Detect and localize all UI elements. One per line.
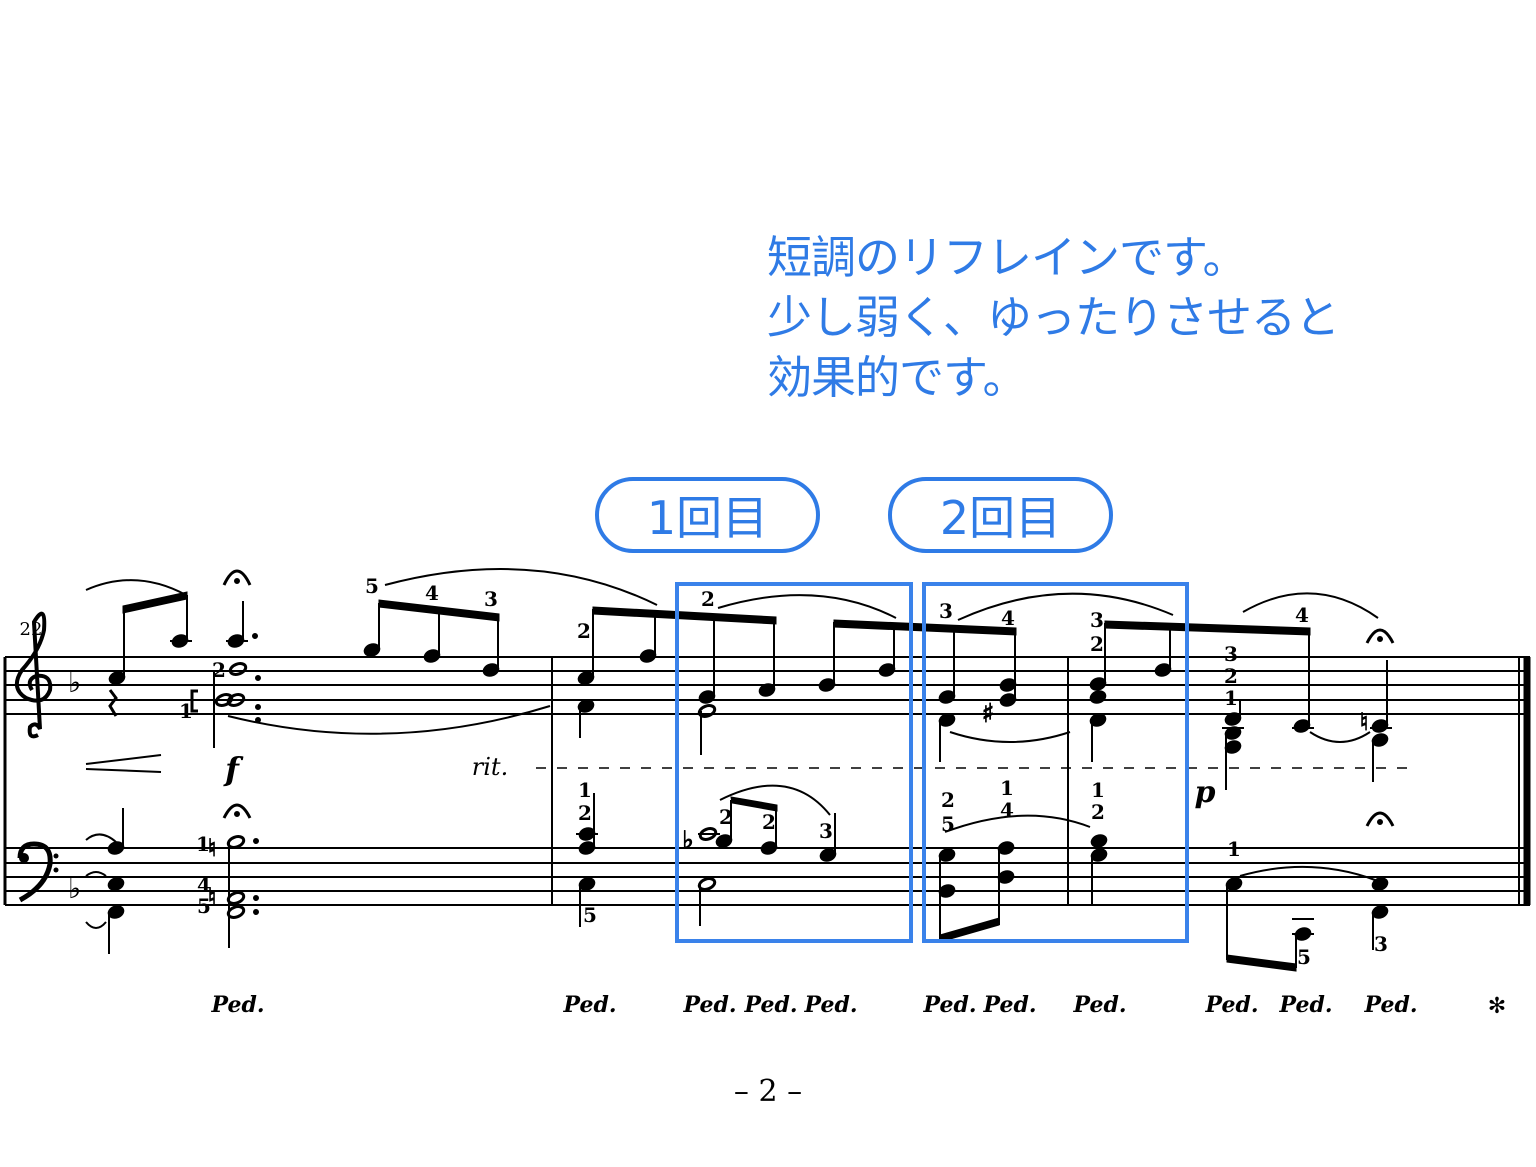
fingering-number: 5 [365,574,379,598]
fingering-number: 1 [1224,686,1238,710]
fingering-number: 5 [197,894,211,918]
fingering-number: 4 [425,581,439,605]
fingering-number: 2 [701,587,715,611]
pedal-mark: Ped. [804,992,858,1018]
pedal-mark: Ped. [1073,992,1127,1018]
fermata-icon [222,803,252,819]
dynamic-piano: p [1195,775,1216,810]
fingering-number: 2 [1090,632,1104,656]
fingerings: 5 4 3 2 1 1 4 5 2 2 3 4 3 2 3 2 1 4 1 2 … [179,574,1388,969]
dynamic-forte: f [223,750,244,788]
fermata-icon [1365,628,1395,644]
pedal-mark: Ped. [683,992,737,1018]
pedal-mark: Ped. [1279,992,1333,1018]
fingering-number: 2 [577,619,591,643]
fingering-number: 1 [179,699,193,723]
key-signature-flat-icon: ♭ [68,872,81,905]
pedal-mark: Ped. [1364,992,1418,1018]
page-number: – 2 – [733,1074,803,1109]
svg-text:♭: ♭ [682,826,693,854]
fingering-number: 4 [1000,798,1014,822]
fingering-number: 3 [819,819,833,843]
annotation-text: 短調のリフレインです。 少し弱く、ゆったりさせると 効果的です。 [767,228,1340,408]
fingering-number: 1 [578,778,592,802]
barlines [3,657,1531,905]
fingering-number: 5 [1297,945,1311,969]
crescendo-hairpin [85,754,162,773]
fingering-number: 5 [583,903,597,927]
fingering-number: 2 [212,658,226,682]
fermata-icon [222,569,252,586]
fingering-number: 2 [719,805,733,829]
fingering-number: 2 [1224,664,1238,688]
pedal-marks: Ped. Ped. Ped. Ped. Ped. Ped. Ped. Ped. … [211,992,1507,1019]
pedal-mark: Ped. [1205,992,1259,1018]
annotation-line-1: 短調のリフレインです。 [767,231,1248,284]
fingering-number: 5 [941,812,955,836]
fingering-number: 3 [939,599,953,623]
fingering-number: 4 [197,873,211,897]
slurs [85,568,1379,929]
bass-clef-icon [17,841,59,903]
svg-text:♮: ♮ [208,883,217,911]
first-ending-highlight-box [675,582,913,943]
treble-clef-icon [14,611,53,739]
measure-number: 22 [20,619,43,640]
fingering-number: 1 [1227,837,1241,861]
svg-text:♮: ♮ [208,834,217,862]
key-signature-flat-icon: ♭ [68,666,81,699]
pedal-mark: Ped. [211,992,265,1018]
fingering-number: 4 [1001,606,1015,630]
annotation-line-3: 効果的です。 [767,351,1028,404]
second-time-label: 2回目 [888,477,1113,553]
fingering-number: 4 [1295,603,1309,627]
svg-text:♮: ♮ [1360,708,1369,736]
fingering-number: 2 [762,810,776,834]
first-time-label: 1回目 [595,477,820,553]
annotation-line-2: 少し弱く、ゆったりさせると [767,291,1340,344]
ritardando-mark: rit. [472,753,508,781]
fingering-number: 1 [196,832,210,856]
pedal-mark: Ped. [563,992,617,1018]
fingering-number: 1 [1091,778,1105,802]
pedal-release-icon: ✻ [1488,994,1506,1019]
bass-notes: ♮ ♮ ♭ [107,793,1395,972]
svg-text:♯: ♯ [982,699,995,729]
second-ending-highlight-box [922,582,1189,943]
treble-notes: ♯ ♮ [108,569,1395,790]
fingering-number: 2 [578,801,592,825]
pedal-mark: Ped. [983,992,1037,1018]
pedal-mark: Ped. [744,992,798,1018]
fingering-number: 3 [1374,932,1388,956]
fingering-number: 3 [1090,608,1104,632]
fingering-number: 3 [484,587,498,611]
fermata-icon [1365,811,1395,827]
pedal-mark: Ped. [923,992,977,1018]
fingering-number: 2 [941,788,955,812]
fingering-number: 2 [1091,800,1105,824]
fingering-number: 3 [1224,642,1238,666]
fingering-number: 1 [1000,776,1014,800]
